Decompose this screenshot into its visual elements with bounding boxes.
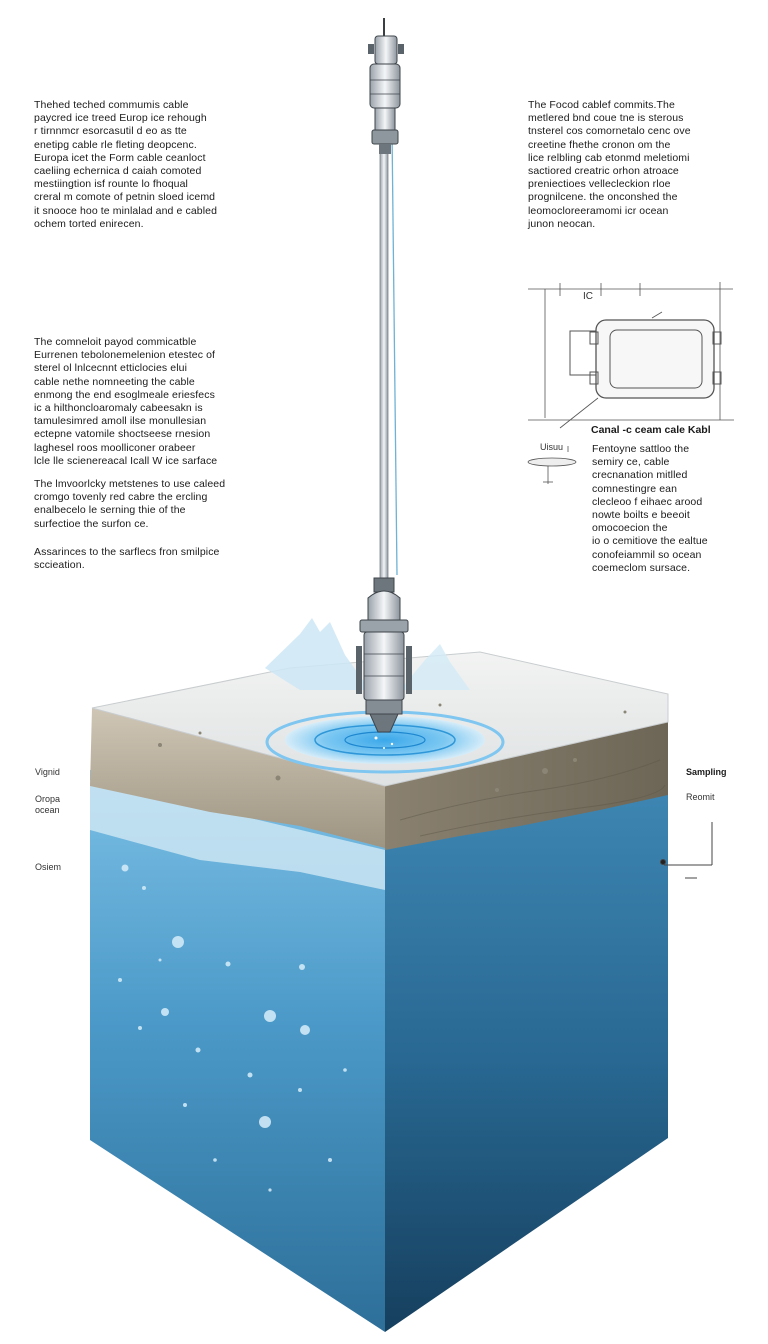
cryobot-probe <box>356 18 412 749</box>
annotation-top-right: The Focod cablef commits.The metlered bn… <box>528 99 691 231</box>
detail-label-header: Canal -c ceam cale Kabl <box>591 425 711 436</box>
annotation-mid-left-1: The comneloit payod commicatble Eurrenen… <box>34 336 217 468</box>
annotation-mid-left-3: Assarinces to the sarflecs fron smilpice… <box>34 546 219 572</box>
side-label-left-1: Vignid <box>35 767 60 778</box>
side-label-left-2: Oropa ocean <box>35 794 60 816</box>
detail-label-ic: IC <box>583 291 593 302</box>
communication-cable <box>380 150 388 582</box>
annotation-right-lower: Fentoyne sattloo the semiry ce, cable cr… <box>592 443 708 575</box>
annotation-mid-left-2: The lmvoorlcky metstenes to use caleed c… <box>34 478 225 531</box>
tether-blue <box>392 130 397 575</box>
side-label-right-1: Sampling <box>686 767 727 778</box>
ocean-side-face <box>385 788 668 1332</box>
sampling-callout <box>661 822 713 878</box>
detail-label-small: Uisuu <box>540 442 563 453</box>
surface-station <box>368 18 404 154</box>
side-label-right-2: Reomit <box>686 792 715 803</box>
annotation-top-left: Thehed teched commumis cable paycred ice… <box>34 99 217 231</box>
side-label-left-3: Osiem <box>35 862 61 873</box>
